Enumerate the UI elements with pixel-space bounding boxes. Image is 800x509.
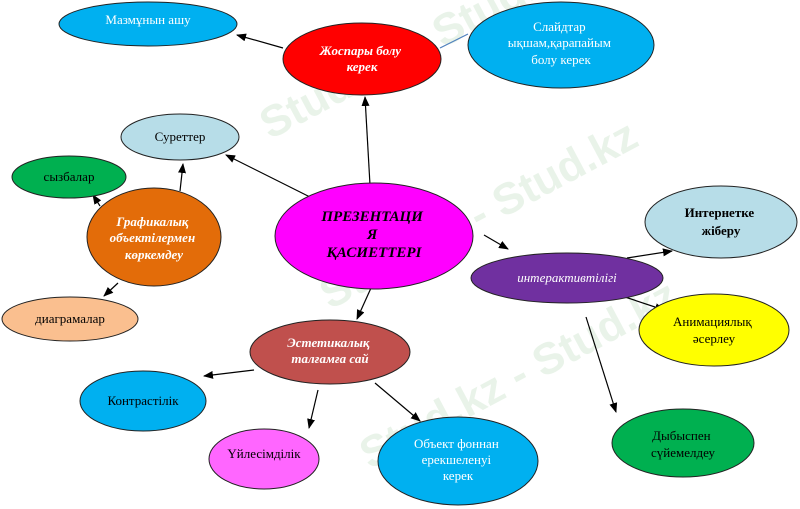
- node-diagrams: диаграмалар: [1, 296, 139, 342]
- arrow-graphics-to-sketches: [92, 194, 102, 207]
- arrow-center-to-aesthetic: [356, 287, 372, 320]
- node-animation-text: Анимациялық әсерлеу: [673, 314, 755, 346]
- node-interactive-text: интерактивтілігі: [517, 270, 617, 285]
- node-sound-text: Дыбыспен сүйемелдеу: [651, 428, 716, 460]
- node-content-shape: [58, 1, 238, 47]
- node-object: Объект фоннан ерекшеленуі керек: [377, 416, 539, 506]
- arrow-interactive-to-sound: [585, 316, 618, 413]
- node-object-line-1: Объект фоннан: [414, 436, 499, 451]
- node-object-line-3: керек: [443, 468, 474, 483]
- node-object-line-2: ерекшеленуі: [422, 452, 492, 467]
- node-animation-shape: [638, 293, 790, 367]
- arrow-aesthetic-to-object: [374, 382, 421, 422]
- node-plan: Жоспары болу керек: [282, 22, 442, 96]
- arrow-aesthetic-to-harmony: [307, 389, 319, 429]
- node-slides-shape: [467, 1, 655, 89]
- node-harmony-shape: [208, 428, 320, 490]
- node-sound: Дыбыспен сүйемелдеу: [611, 408, 755, 478]
- node-internet-line-1: Интернетке: [685, 205, 755, 220]
- node-contrast-text: Контрастілік: [107, 393, 179, 408]
- node-graphics: Графикалық объектілермен көркемдеу: [86, 187, 222, 287]
- node-internet-shape: [644, 185, 798, 259]
- line-plan-to-slides: [439, 33, 469, 49]
- node-sketches-text: сызбалар: [44, 169, 95, 184]
- node-sketches-shape: [11, 155, 127, 199]
- arrow-center-to-interactive: [483, 234, 509, 250]
- node-center: ПРЕЗЕНТАЦИ Я ҚАСИЕТТЕРІ: [274, 182, 474, 290]
- node-sketches-line-1: сызбалар: [44, 169, 95, 184]
- arrow-interactive-to-internet: [626, 248, 673, 259]
- node-diagrams-shape: [1, 296, 139, 342]
- node-center-shape: [274, 182, 474, 290]
- node-center-line-1: ПРЕЗЕНТАЦИ: [320, 209, 424, 225]
- node-pictures: Суреттер: [120, 113, 240, 161]
- node-diagrams-text: диаграмалар: [35, 311, 105, 326]
- node-sketches: сызбалар: [11, 155, 127, 199]
- node-animation-line-2: әсерлеу: [693, 331, 736, 346]
- node-slides-line-3: болу керек: [531, 52, 591, 67]
- node-object-text: Объект фоннан ерекшеленуі керек: [414, 436, 502, 483]
- node-aesthetic-line-2: талғамға сай: [291, 351, 368, 366]
- node-center-text: ПРЕЗЕНТАЦИ Я ҚАСИЕТТЕРІ: [320, 209, 426, 261]
- node-graphics-text: Графикалық объектілермен көркемдеу: [110, 214, 199, 262]
- node-center-line-2: Я: [366, 227, 378, 243]
- node-harmony: Үйлесімділік: [208, 428, 320, 490]
- node-contrast-line-1: Контрастілік: [107, 393, 179, 408]
- node-plan-line-2: керек: [347, 59, 378, 74]
- node-plan-text: Жоспары болу керек: [319, 43, 405, 74]
- node-sound-line-2: сүйемелдеу: [651, 445, 716, 460]
- node-internet-text: Интернетке жіберу: [685, 205, 758, 238]
- node-interactive-shape: [470, 252, 664, 304]
- arrow-center-to-plan: [361, 96, 371, 186]
- node-sound-shape: [611, 408, 755, 478]
- node-plan-line-1: Жоспары болу: [319, 43, 402, 58]
- node-contrast: Контрастілік: [79, 370, 207, 432]
- node-object-shape: [377, 416, 539, 506]
- node-internet-line-2: жіберу: [702, 223, 741, 238]
- arrow-center-to-pictures: [225, 154, 311, 198]
- node-pictures-line-1: Суреттер: [155, 129, 206, 144]
- node-slides: Слайдтар ықшам,қарапайым болу керек: [467, 1, 655, 89]
- node-graphics-line-2: объектілермен: [110, 230, 196, 245]
- node-animation: Анимациялық әсерлеу: [638, 293, 790, 367]
- node-slides-line-1: Слайдтар: [533, 19, 586, 34]
- node-interactive-line-1: интерактивтілігі: [517, 270, 617, 285]
- node-graphics-line-1: Графикалық: [115, 214, 188, 229]
- node-center-line-3: ҚАСИЕТТЕРІ: [326, 245, 423, 261]
- arrow-aesthetic-to-contrast: [203, 369, 255, 379]
- arrow-graphics-to-diagrams: [103, 282, 119, 297]
- node-slides-text: Слайдтар ықшам,қарапайым болу керек: [508, 19, 614, 67]
- node-aesthetic-text: Эстетикалық талғамға сай: [287, 335, 372, 366]
- node-contrast-shape: [79, 370, 207, 432]
- node-content-text: Мазмұнын ашу: [105, 12, 191, 27]
- node-pictures-text: Суреттер: [155, 129, 206, 144]
- node-aesthetic-shape: [249, 319, 411, 385]
- node-animation-line-1: Анимациялық: [673, 314, 752, 329]
- node-slides-line-2: ықшам,қарапайым: [508, 35, 611, 50]
- node-content-line-1: Мазмұнын ашу: [105, 12, 191, 27]
- node-graphics-shape: [86, 187, 222, 287]
- arrow-plan-to-content: [236, 33, 284, 49]
- node-internet: Интернетке жіберу: [644, 185, 798, 259]
- node-aesthetic: Эстетикалық талғамға сай: [249, 319, 411, 385]
- node-harmony-text: Үйлесімділік: [227, 446, 301, 461]
- node-aesthetic-line-1: Эстетикалық: [287, 335, 370, 350]
- node-sound-line-1: Дыбыспен: [652, 428, 710, 443]
- node-interactive: интерактивтілігі: [470, 252, 664, 304]
- node-graphics-line-3: көркемдеу: [125, 247, 183, 262]
- arrow-graphics-to-pictures: [178, 163, 186, 192]
- node-plan-shape: [282, 22, 442, 96]
- node-pictures-shape: [120, 113, 240, 161]
- node-diagrams-line-1: диаграмалар: [35, 311, 105, 326]
- node-content: Мазмұнын ашу: [58, 1, 238, 47]
- node-harmony-line-1: Үйлесімділік: [227, 446, 301, 461]
